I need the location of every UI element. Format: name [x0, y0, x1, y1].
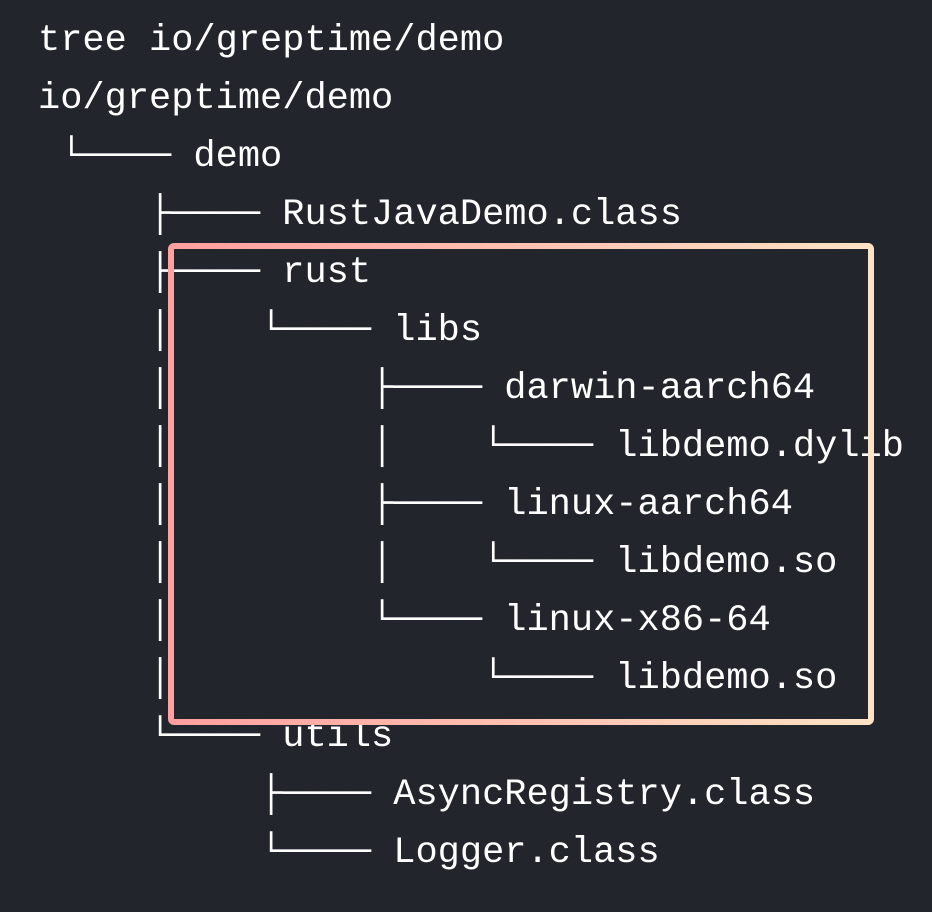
command-line: tree io/greptime/demo — [38, 20, 505, 62]
tree-line: │ └──── linux-x86-64 — [38, 600, 771, 642]
tree-line: │ ├──── darwin-aarch64 — [38, 368, 816, 410]
tree-line: └──── utils — [38, 716, 394, 758]
tree-line: │ └──── libs — [38, 310, 483, 352]
tree-root-line: io/greptime/demo — [38, 78, 394, 120]
tree-line: └──── Logger.class — [38, 832, 660, 874]
tree-line: │ │ └──── libdemo.so — [38, 542, 838, 584]
tree-line: │ │ └──── libdemo.dylib — [38, 426, 904, 468]
tree-line: └──── demo — [38, 136, 283, 178]
tree-line: ├──── rust — [38, 252, 372, 294]
tree-line: ├──── AsyncRegistry.class — [38, 774, 816, 816]
tree-line: │ └──── libdemo.so — [38, 658, 838, 700]
tree-line: │ ├──── linux-aarch64 — [38, 484, 793, 526]
tree-line: ├──── RustJavaDemo.class — [38, 194, 682, 236]
